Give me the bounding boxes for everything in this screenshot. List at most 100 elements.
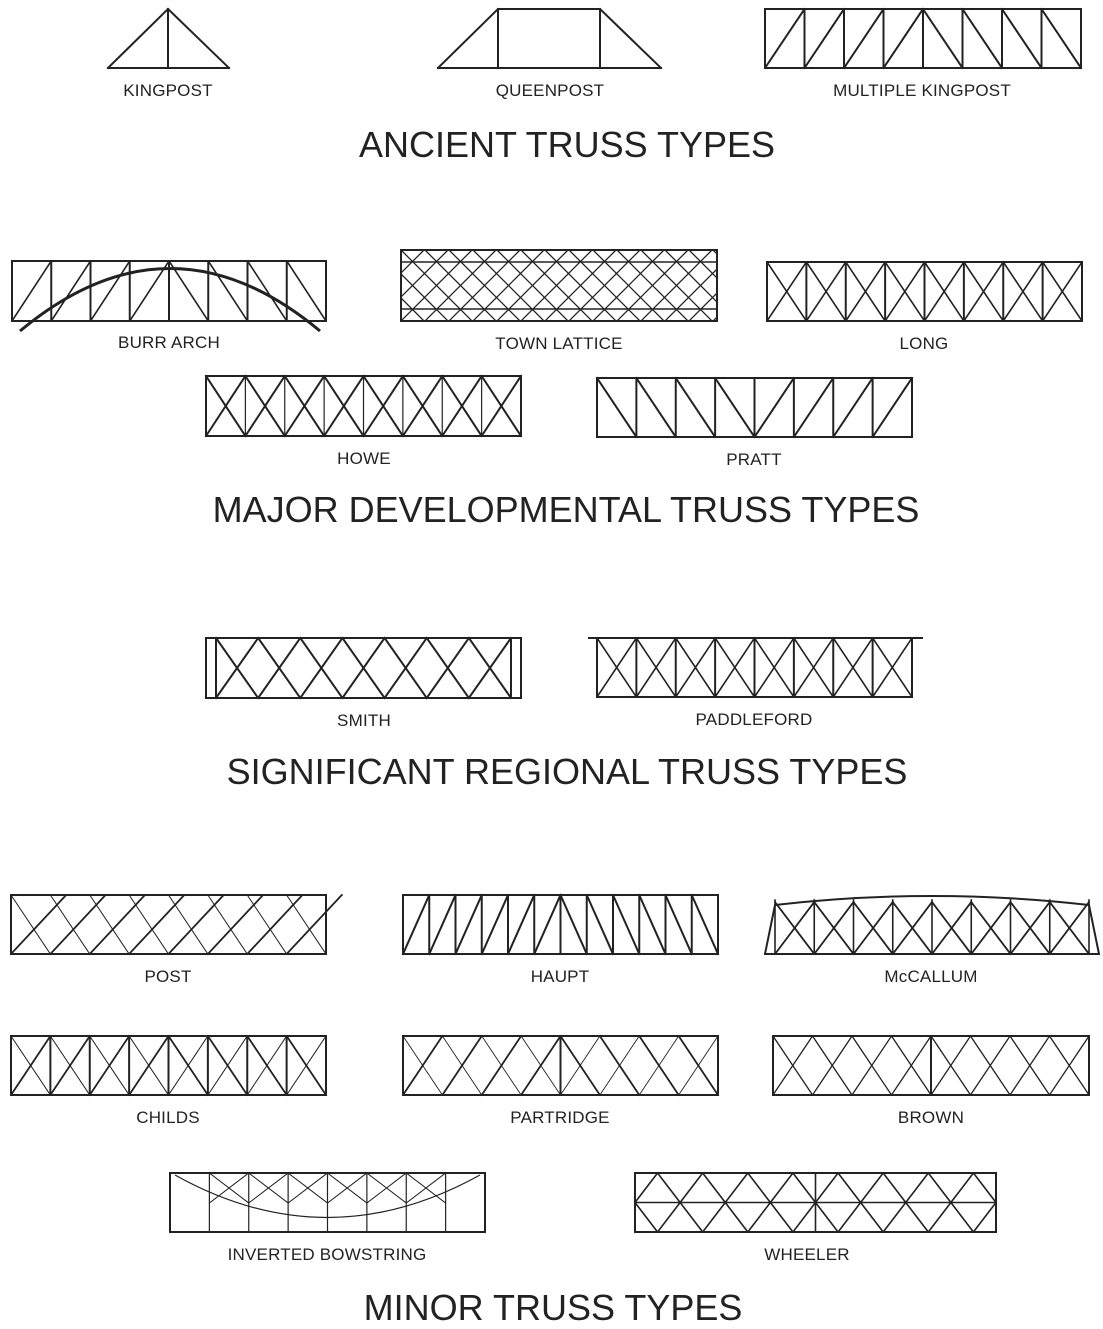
truss-member xyxy=(791,1171,817,1204)
truss-member xyxy=(285,894,327,955)
childs-truss xyxy=(9,1034,328,1097)
truss-member xyxy=(10,1035,52,1096)
truss-member xyxy=(664,249,718,303)
truss-member xyxy=(49,1035,91,1096)
truss-member xyxy=(930,900,973,956)
truss-member xyxy=(298,636,344,700)
howe-label: HOWE xyxy=(337,449,391,468)
truss-member xyxy=(674,376,717,439)
haupt-label: HAUPT xyxy=(530,967,590,986)
truss-member xyxy=(481,1035,522,1096)
mccallum-label: McCALLUM xyxy=(884,967,978,986)
truss-member xyxy=(763,7,806,70)
truss-member xyxy=(89,894,130,955)
truss-member xyxy=(814,1201,840,1234)
truss-member xyxy=(256,636,302,700)
truss-member xyxy=(128,1035,170,1096)
truss-member xyxy=(891,900,934,956)
truss-member xyxy=(714,636,756,699)
truss-member xyxy=(927,1201,952,1234)
truss-member xyxy=(10,259,53,323)
truss-member xyxy=(559,1035,601,1096)
truss-member xyxy=(167,1035,209,1096)
regional-section-title: SIGNIFICANT REGIONAL TRUSS TYPES xyxy=(226,751,908,792)
truss-member xyxy=(214,636,260,700)
truss-member xyxy=(832,636,874,699)
truss-member xyxy=(769,1201,795,1234)
truss-member xyxy=(89,259,131,323)
truss-member xyxy=(859,1201,885,1234)
truss-member xyxy=(882,1201,907,1234)
truss-member xyxy=(638,1035,680,1096)
truss-member xyxy=(89,1035,130,1096)
truss-member xyxy=(585,893,615,956)
truss-member xyxy=(207,259,249,323)
wheeler-truss xyxy=(633,1171,998,1234)
truss-member xyxy=(921,7,964,70)
truss-member xyxy=(598,7,663,70)
truss-member xyxy=(773,900,816,956)
truss-member xyxy=(128,894,170,955)
truss-member xyxy=(724,1171,749,1204)
truss-member xyxy=(633,1171,659,1204)
truss-member xyxy=(753,376,796,439)
truss-member xyxy=(326,1172,368,1204)
truss-member xyxy=(167,894,209,955)
truss-member xyxy=(765,260,808,323)
truss-member xyxy=(285,1035,327,1096)
brown-truss xyxy=(772,1035,1090,1096)
truss-member xyxy=(50,259,92,323)
truss-member xyxy=(248,1172,289,1204)
truss-member xyxy=(480,893,510,956)
truss-member xyxy=(656,1201,682,1234)
truss-member xyxy=(969,900,1012,956)
truss-member xyxy=(859,1171,885,1204)
smith-truss xyxy=(205,636,522,700)
truss-member xyxy=(842,7,885,70)
haupt-truss xyxy=(401,893,720,956)
truss-member xyxy=(401,893,431,956)
truss-member xyxy=(341,636,386,700)
truss-member xyxy=(961,7,1004,70)
truss-member xyxy=(674,636,717,699)
truss-member xyxy=(366,1172,407,1204)
paddleford-truss xyxy=(588,636,923,699)
truss-member xyxy=(836,1171,862,1204)
truss-member xyxy=(1000,7,1043,70)
truss-curve xyxy=(774,895,1090,906)
truss-member xyxy=(678,1035,719,1096)
truss-member xyxy=(454,893,484,956)
truss-member xyxy=(167,259,210,323)
truss-member xyxy=(441,1035,483,1096)
long-truss xyxy=(765,260,1084,323)
truss-member xyxy=(362,374,405,438)
truss-member xyxy=(746,1171,772,1204)
post-label: POST xyxy=(144,967,192,986)
brown-label: BROWN xyxy=(897,1108,965,1127)
truss-member xyxy=(1009,900,1052,956)
truss-member xyxy=(285,893,344,956)
truss-member xyxy=(664,893,694,956)
truss-member xyxy=(283,374,326,438)
major-section-title: MAJOR DEVELOPMENTAL TRUSS TYPES xyxy=(212,489,920,530)
truss-member xyxy=(664,268,718,322)
truss-member xyxy=(701,1171,727,1204)
truss-member xyxy=(871,376,914,439)
partridge-truss xyxy=(401,1034,720,1097)
queenpost-label: QUEENPOST xyxy=(495,81,605,100)
truss-curve xyxy=(174,1174,481,1218)
truss-member xyxy=(401,374,444,438)
truss-member xyxy=(688,292,718,322)
truss-member xyxy=(836,1201,862,1234)
queenpost-truss xyxy=(436,7,663,70)
truss-member xyxy=(207,894,248,955)
truss-member xyxy=(769,1171,795,1204)
truss-member xyxy=(746,1201,772,1234)
truss-member xyxy=(753,636,795,699)
truss-member xyxy=(599,1035,640,1096)
truss-member xyxy=(852,900,895,956)
truss-member xyxy=(831,376,875,439)
truss-member xyxy=(1048,900,1091,956)
burr-arch-truss xyxy=(10,259,328,333)
